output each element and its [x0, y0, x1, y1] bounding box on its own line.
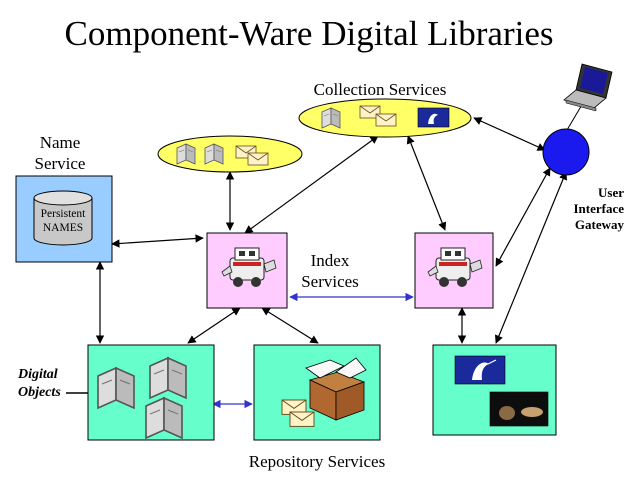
gateway-label-line3: Gateway: [574, 217, 624, 232]
arrow-repo-right-to-gateway: [494, 171, 568, 344]
name-service-label-line1: Name: [39, 133, 81, 152]
arrow-collection-to-index-right: [406, 135, 447, 231]
names-label: NAMES: [42, 222, 84, 234]
gateway-label-line1: User: [598, 185, 624, 200]
arrow-collection-to-gateway: [473, 117, 546, 151]
index-service-box-left: [206, 232, 288, 309]
index-services-label-line2: Services: [301, 272, 359, 291]
laptop-icon: [563, 63, 613, 112]
gateway-to-laptop-line: [566, 102, 584, 131]
animal-photo-icon: [489, 391, 549, 427]
envelope-icon: [375, 113, 397, 127]
arrow-index-to-collection: [244, 135, 379, 234]
persistent-names-cylinder: [33, 190, 93, 246]
bird-photo-icon: [417, 107, 450, 128]
user-interface-gateway-node: [542, 128, 590, 176]
page-title: Component-Ware Digital Libraries: [64, 14, 554, 53]
bird-photo-icon: [454, 355, 506, 385]
index-service-box-right: [414, 232, 494, 309]
arrow-index-to-repo-left: [187, 307, 241, 344]
arrow-index-to-repo-mid: [261, 307, 319, 344]
digital-objects-label-line2: Objects: [18, 385, 61, 400]
name-service-box: [15, 175, 113, 263]
gateway-label-line2: Interface: [573, 201, 624, 216]
collection-services-label: Collection Services: [313, 80, 447, 99]
envelope-icon: [247, 152, 269, 166]
repository-box-right: [432, 344, 557, 436]
collection-services-ellipse: [298, 98, 472, 138]
repository-services-label: Repository Services: [248, 452, 386, 471]
repository-box-middle: [253, 344, 381, 441]
name-service-label-line2: Service: [34, 154, 86, 173]
box-icon: [305, 357, 367, 421]
arrow-name-to-index: [111, 234, 204, 248]
envelope-icon: [289, 411, 315, 427]
index-services-label-line1: Index: [310, 251, 350, 270]
digital-objects-label-line1: Digital: [18, 367, 58, 382]
collection-ellipse-left: [157, 135, 303, 173]
arrow-index-right-to-gateway: [495, 167, 551, 267]
persistent-label: Persistent: [40, 208, 86, 220]
repository-box-left: [87, 344, 215, 441]
